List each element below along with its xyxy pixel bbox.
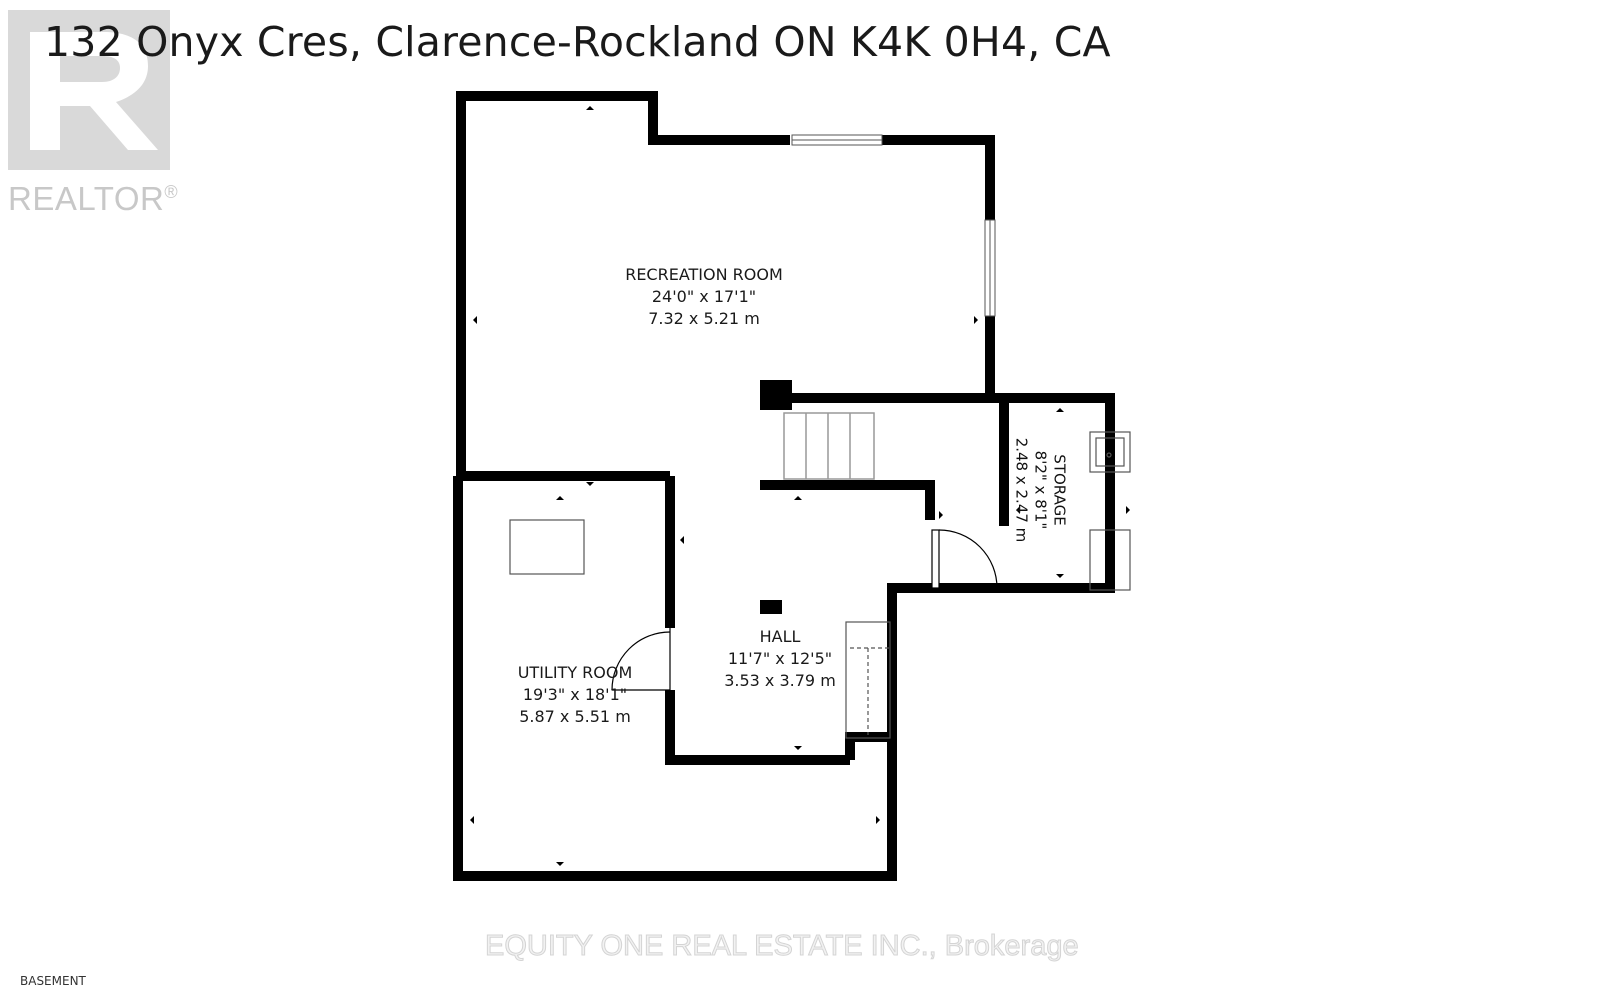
room-dimensions-imperial: 8'2" x 8'1" (1031, 450, 1050, 530)
room-label-hall: HALL 11'7" x 12'5" 3.53 x 3.79 m (685, 626, 875, 692)
realtor-r-mark-icon (8, 10, 170, 170)
floor-label: BASEMENT (20, 974, 86, 988)
room-dimensions-imperial: 11'7" x 12'5" (727, 649, 833, 668)
exterior-walls (453, 91, 1115, 881)
chimney-block (760, 380, 792, 410)
support-post (760, 600, 782, 614)
windows (791, 134, 996, 317)
room-dimensions-metric: 7.32 x 5.21 m (648, 309, 760, 328)
fixtures (509, 431, 1131, 739)
room-dimensions-metric: 5.87 x 5.51 m (519, 707, 631, 726)
room-dimensions-imperial: 19'3" x 18'1" (522, 685, 628, 704)
room-dimensions-imperial: 24'0" x 17'1" (651, 287, 757, 306)
room-label-utility: UTILITY ROOM 19'3" x 18'1" 5.87 x 5.51 m (490, 662, 660, 728)
realtor-logo: REALTOR® (8, 10, 188, 217)
room-dimensions-metric: 2.48 x 2.47 m (1012, 437, 1031, 543)
room-dimensions-metric: 3.53 x 3.79 m (724, 671, 836, 690)
room-name: HALL (759, 627, 801, 646)
room-label-recreation: RECREATION ROOM 24'0" x 17'1" 7.32 x 5.2… (604, 264, 804, 330)
brokerage-watermark: EQUITY ONE REAL ESTATE INC., Brokerage (485, 930, 1080, 963)
room-name: STORAGE (1050, 454, 1069, 526)
room-name: RECREATION ROOM (625, 265, 783, 284)
interior-walls (458, 393, 1009, 765)
listing-address: 132 Onyx Cres, Clarence-Rockland ON K4K … (44, 18, 1111, 66)
room-label-storage: STORAGE 8'2" x 8'1" 2.48 x 2.47 m (1012, 438, 1069, 543)
dimension-ticks (470, 106, 1130, 866)
realtor-logo-text: REALTOR® (8, 180, 179, 217)
staircase (783, 412, 875, 480)
room-name: UTILITY ROOM (517, 663, 633, 682)
doors (611, 529, 998, 691)
